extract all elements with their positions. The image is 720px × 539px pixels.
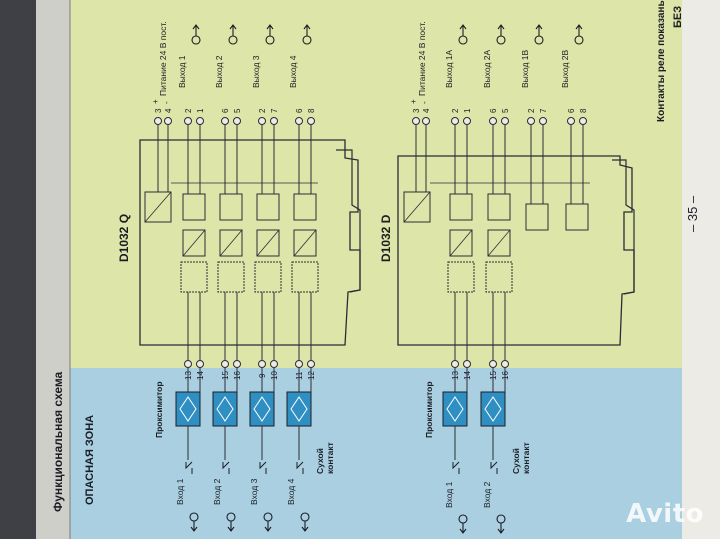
watermark-text: Avito	[626, 499, 704, 529]
input-4-label-q: Вход 4	[286, 478, 296, 505]
input-3-label-q: Вход 3	[249, 478, 259, 505]
channel-2b-d	[565, 125, 589, 231]
terminal-power-minus-q: 4	[164, 108, 173, 113]
channel-1a-d	[447, 125, 475, 360]
top-terminals-d	[412, 117, 587, 125]
hazard-zone-label: ОПАСНАЯ ЗОНА	[84, 415, 96, 505]
top-terminals-q	[154, 117, 315, 125]
input-arrow-icon	[263, 512, 273, 532]
section-title: Функциональная схема	[51, 371, 65, 512]
channel-3-q	[254, 125, 282, 360]
dry-contact-label-2-q: контакт	[325, 442, 335, 474]
terminal-out2-a-q: 6	[221, 108, 230, 113]
output-arrow-icon	[534, 24, 544, 45]
terminal-out1-a-q: 2	[184, 108, 193, 113]
input-1-label-d: Вход 1	[444, 481, 454, 508]
output-4-label-q: Выход 4	[288, 55, 298, 88]
terminal-out2b-a-d: 6	[567, 108, 576, 113]
output-2-label-q: Выход 2	[214, 55, 224, 88]
input-arrow-icon	[226, 512, 236, 532]
terminal-out1-b-q: 1	[196, 108, 205, 113]
terminal-out4-a-q: 6	[295, 108, 304, 113]
dry-contact-label-2-d: контакт	[521, 442, 531, 474]
output-1-label-q: Выход 1	[177, 55, 187, 88]
dry-contact-label-1-q: Сухой	[315, 448, 325, 474]
terminal-out2b-b-d: 8	[579, 108, 588, 113]
dry-contact-label-1-d: Сухой	[511, 448, 521, 474]
model-label-d: D1032 D	[379, 214, 393, 262]
output-1b-label-d: Выход 1В	[520, 49, 530, 88]
proximitor-label-d: Проксимитор	[424, 381, 434, 438]
terminal-out4-b-q: 8	[307, 108, 316, 113]
input-arrow-icon	[300, 512, 310, 532]
safe-zone-label: БЕЗ	[672, 6, 684, 28]
terminal-power-plus-d: 3	[412, 108, 421, 113]
bottom-terminals-d	[451, 360, 509, 368]
channel-2a-d	[485, 125, 513, 360]
terminal-out1b-b-d: 7	[539, 108, 548, 113]
terminal-out1b-a-d: 2	[527, 108, 536, 113]
input-arrow-icon	[189, 512, 199, 532]
output-3-label-q: Выход 3	[251, 55, 261, 88]
bottom-terminals-q	[184, 360, 315, 368]
power-label-d: Питание 24 В пост.	[417, 21, 427, 96]
output-arrow-icon	[265, 24, 275, 45]
output-arrow-icon	[458, 24, 468, 45]
proximitor-label-q: Проксимитор	[154, 381, 164, 438]
output-arrow-icon	[574, 24, 584, 45]
power-sign-minus-d: -	[420, 101, 429, 104]
terminal-out2a-a-d: 6	[489, 108, 498, 113]
relay-note: Контакты реле показаны в	[656, 0, 667, 122]
safe-zone-band	[70, 0, 682, 368]
output-1a-label-d: Выход 1А	[444, 49, 454, 88]
channel-1-q	[180, 125, 208, 360]
channel-2-q	[217, 125, 245, 360]
terminal-out1a-a-d: 2	[451, 108, 460, 113]
power-label-q: Питание 24 В пост.	[158, 21, 168, 96]
output-arrow-icon	[496, 24, 506, 45]
module-outline-q	[139, 139, 361, 346]
page-number: – 35 –	[685, 195, 700, 232]
channel-1b-d	[525, 125, 549, 231]
terminal-out2a-b-d: 5	[501, 108, 510, 113]
hazard-zone-band	[70, 368, 682, 539]
terminal-power-plus-q: 3	[154, 108, 163, 113]
input-2-label-d: Вход 2	[482, 481, 492, 508]
diagram-d1032d: D1032 D	[379, 21, 635, 534]
terminal-out1a-b-d: 1	[463, 108, 472, 113]
input-arrow-icon	[496, 514, 506, 534]
output-arrow-icon	[302, 24, 312, 45]
terminal-power-minus-d: 4	[422, 108, 431, 113]
power-sign-plus-d: +	[409, 99, 418, 104]
module-outline-d	[397, 155, 635, 346]
input-2-label-q: Вход 2	[212, 478, 222, 505]
output-2a-label-d: Выход 2А	[482, 49, 492, 88]
terminal-out2-b-q: 5	[233, 108, 242, 113]
input-1-label-q: Вход 1	[175, 478, 185, 505]
terminal-out3-b-q: 7	[270, 108, 279, 113]
header-strip	[36, 0, 70, 539]
power-sign-minus-q: -	[162, 101, 171, 104]
input-arrow-icon	[458, 514, 468, 534]
watermark-logo: Avito	[626, 499, 704, 529]
diagram-d1032q: D1032 Q	[117, 21, 361, 532]
output-arrow-icon	[191, 24, 201, 45]
output-2b-label-d: Выход 2В	[560, 49, 570, 88]
terminal-out3-a-q: 2	[258, 108, 267, 113]
output-arrow-icon	[228, 24, 238, 45]
power-sign-plus-q: +	[151, 99, 160, 104]
channel-4-q	[291, 125, 319, 360]
model-label-q: D1032 Q	[117, 214, 131, 262]
